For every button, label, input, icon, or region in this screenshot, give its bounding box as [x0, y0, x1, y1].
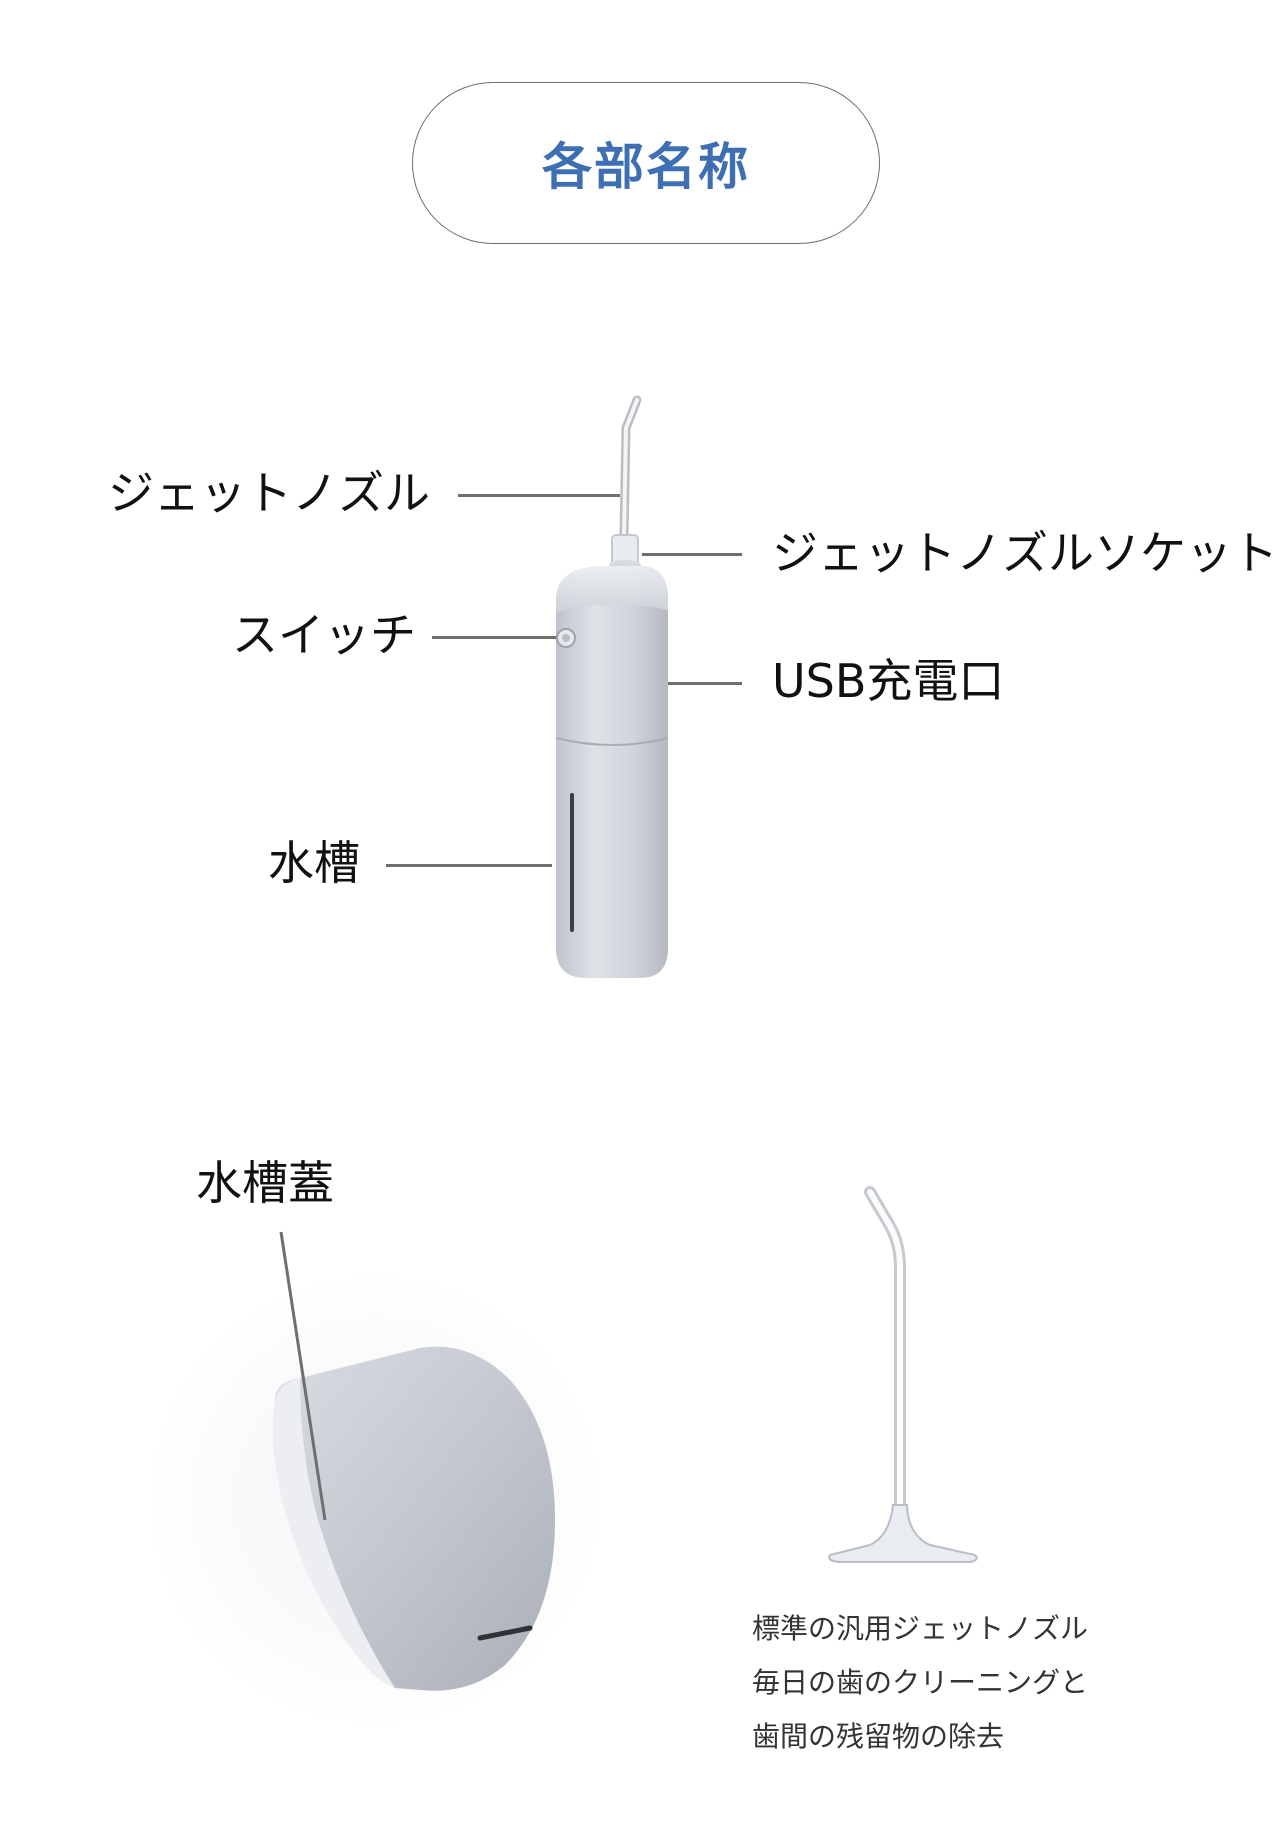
leader-switch — [432, 636, 556, 639]
section-title-pill: 各部名称 — [412, 82, 880, 244]
standalone-jet-nozzle — [828, 1186, 978, 1563]
tank-lid-closeup — [145, 1270, 605, 1730]
section-title: 各部名称 — [542, 138, 750, 196]
leader-usb-port — [668, 682, 742, 685]
label-tank-lid: 水槽蓋 — [196, 1156, 334, 1210]
jet-nozzle — [619, 395, 642, 540]
nozzle-description-line: 歯間の残留物の除去 — [752, 1720, 1005, 1753]
leader-water-tank — [386, 864, 552, 867]
label-usb-port: USB充電口 — [772, 654, 1005, 708]
switch-button — [556, 628, 576, 648]
leader-jet-nozzle — [458, 494, 620, 497]
nozzle-description-line: 標準の汎用ジェットノズル — [752, 1612, 1089, 1645]
nozzle-description-line: 毎日の歯のクリーニングと — [752, 1666, 1089, 1699]
label-switch: スイッチ — [232, 608, 416, 662]
nozzle-description: 標準の汎用ジェットノズル 毎日の歯のクリーニングと 歯間の残留物の除去 — [752, 1602, 1088, 1764]
label-jet-nozzle: ジェットノズル — [108, 466, 430, 520]
label-water-tank: 水槽 — [268, 836, 360, 890]
device-body — [555, 566, 669, 978]
jet-nozzle-socket — [609, 534, 641, 570]
leader-nozzle-socket — [642, 553, 742, 556]
label-nozzle-socket: ジェットノズルソケット — [772, 526, 1278, 580]
